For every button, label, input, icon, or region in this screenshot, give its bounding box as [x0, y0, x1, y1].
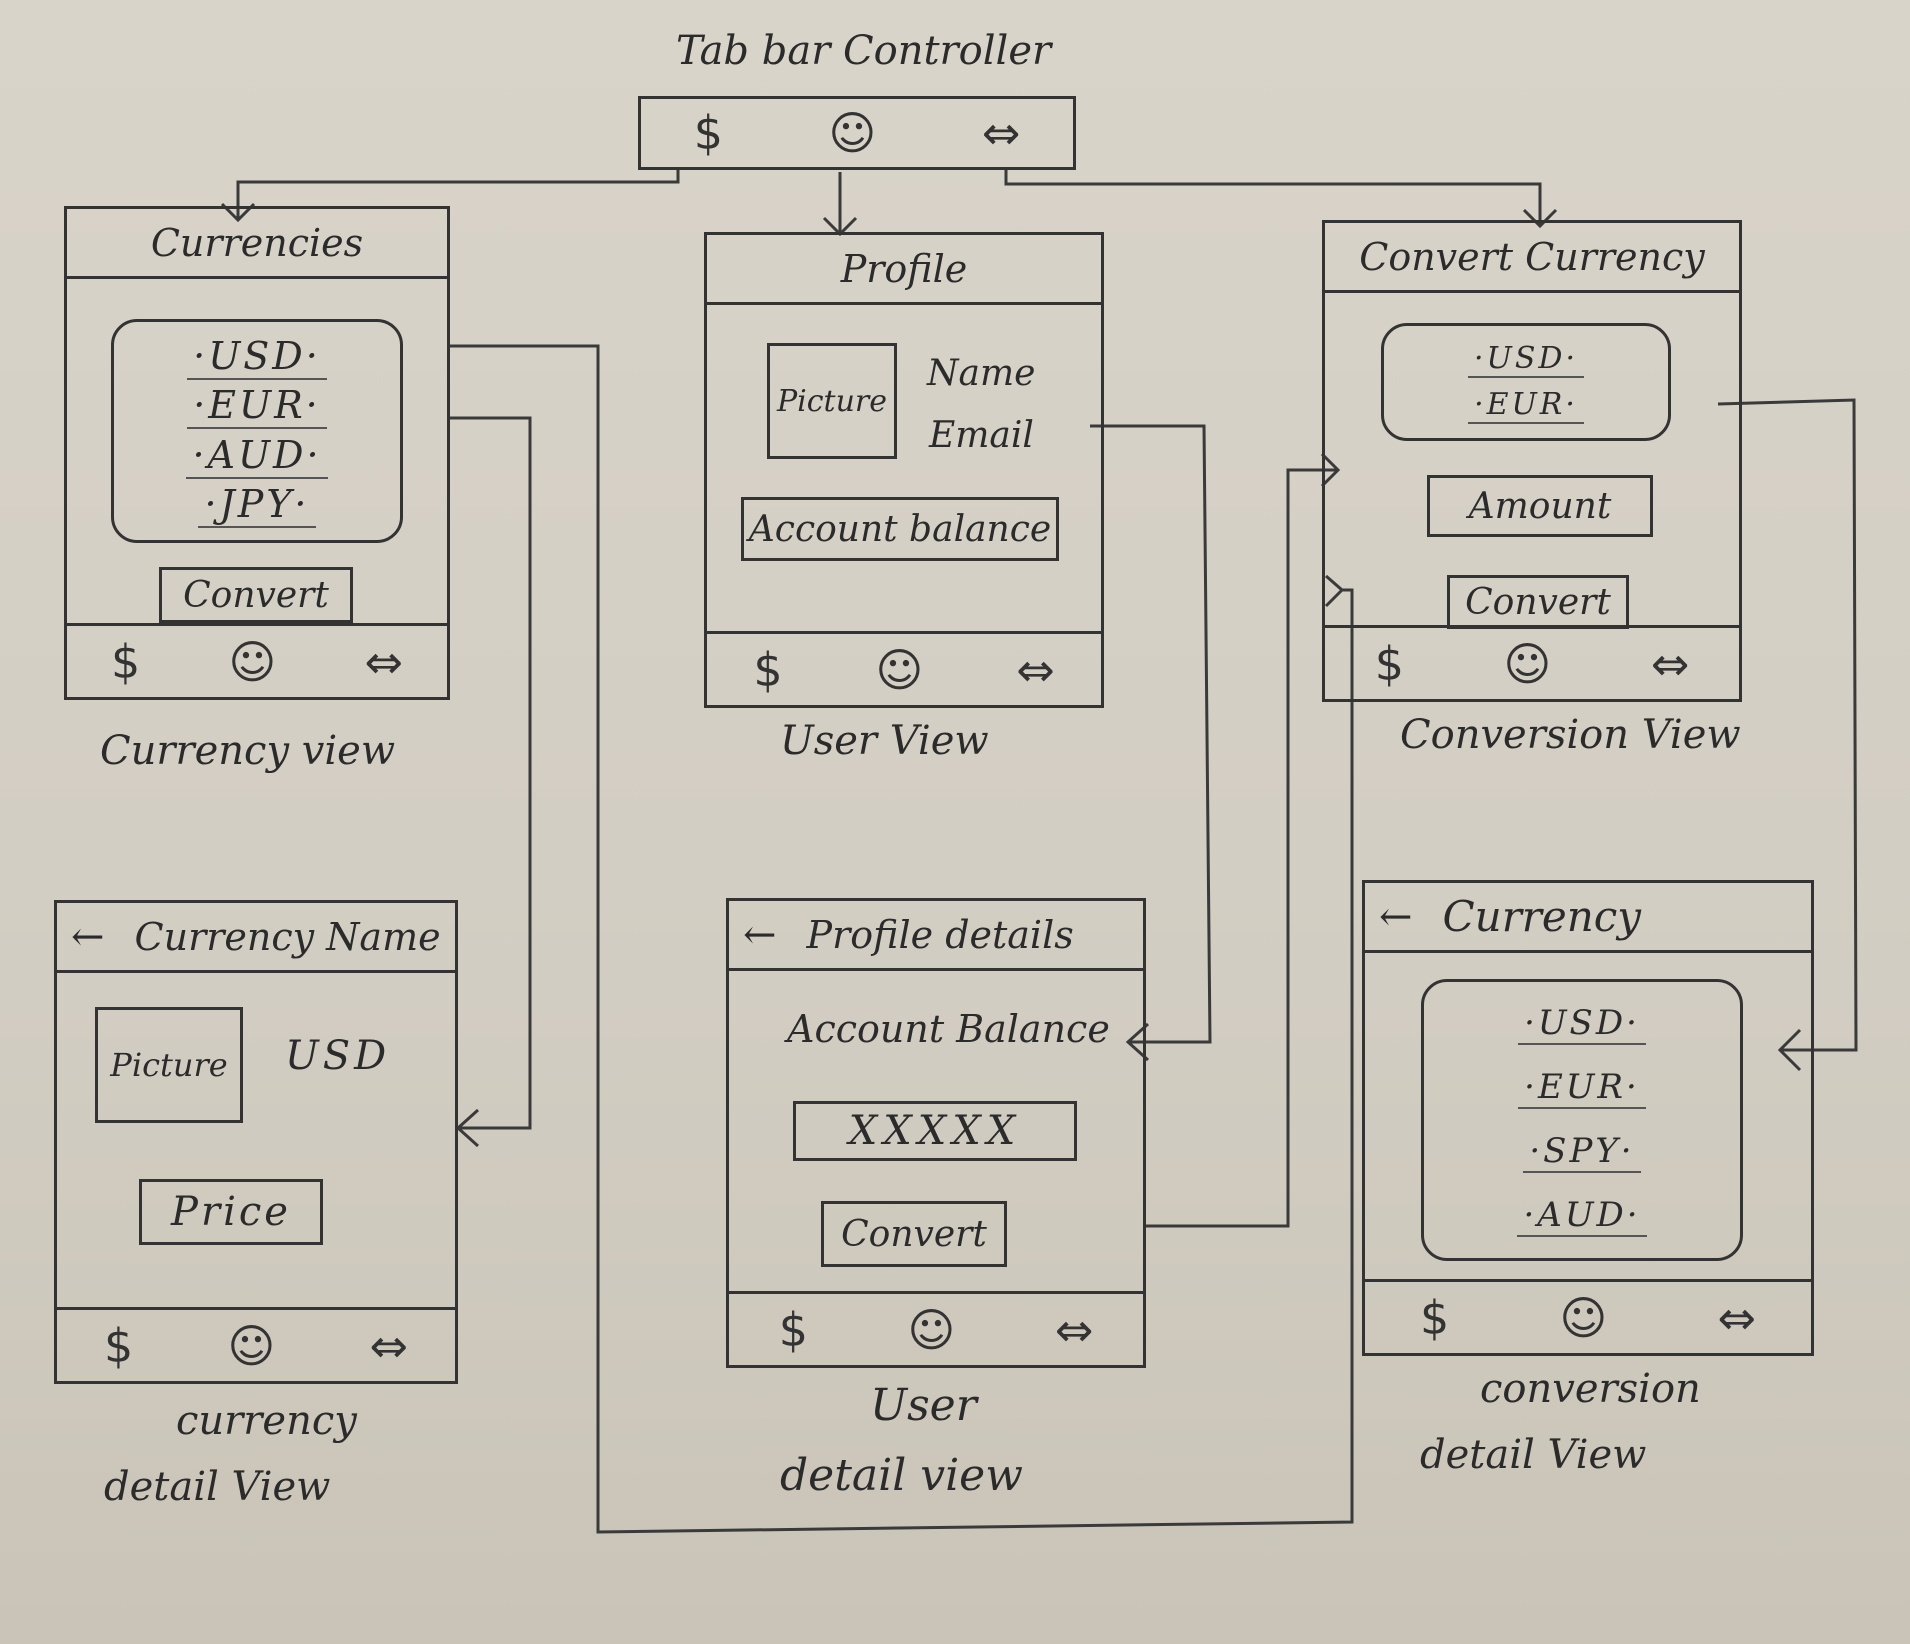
list-item[interactable]: ·SPY· [1523, 1131, 1641, 1173]
arrowhead [1320, 452, 1341, 488]
conversion-detail-currency-list[interactable]: ·USD· ·EUR· ·SPY· ·AUD· [1421, 979, 1743, 1261]
list-item[interactable]: ·USD· [187, 334, 327, 380]
list-item[interactable]: ·AUD· [186, 433, 328, 479]
tab-bar: $ ☺ ⇔ [729, 1291, 1143, 1365]
user-detail-caption-line1: User [870, 1380, 977, 1431]
user-detail-caption-line2: detail view [780, 1450, 1023, 1501]
currency-detail-caption-line2: detail View [104, 1464, 331, 1510]
currency-code: USD [285, 1033, 391, 1079]
currency-picture: Picture [95, 1007, 243, 1123]
list-item[interactable]: ·EUR· [187, 383, 327, 430]
conversion-view-caption: Conversion View [1400, 712, 1741, 758]
back-arrow-icon[interactable]: ← [1379, 893, 1413, 940]
arrowhead [455, 1108, 480, 1148]
connector-currencies-conversion [450, 344, 1354, 1534]
swap-arrows-icon[interactable]: ⇔ [1016, 642, 1055, 697]
tab-bar-controller: $ ☺ ⇔ [638, 96, 1076, 170]
arrowhead [1522, 208, 1558, 229]
profile-icon[interactable]: ☺ [227, 1318, 276, 1373]
swap-arrows-icon[interactable]: ⇔ [369, 1318, 408, 1373]
arrowhead [1777, 1028, 1802, 1072]
swap-arrows-icon[interactable]: ⇔ [1054, 1302, 1094, 1357]
tab-bar: $ ☺ ⇔ [1325, 625, 1739, 699]
account-balance-label: Account Balance [787, 1007, 1110, 1051]
tab-bar-controller-label: Tab bar Controller [676, 28, 1052, 74]
swap-arrows-icon[interactable]: ⇔ [364, 634, 403, 689]
screen-title: Currencies [67, 209, 447, 279]
currency-detail-caption-line1: currency [176, 1398, 357, 1444]
account-balance-button[interactable]: Account balance [741, 497, 1059, 561]
connector-tabbar-convert [1004, 170, 1542, 224]
currency-detail-view-screen: ← Currency Name Picture USD Price $ ☺ ⇔ [54, 900, 458, 1384]
tab-bar: $ ☺ ⇔ [707, 631, 1101, 705]
conversion-view-screen: Convert Currency ·USD· ·EUR· Amount Conv… [1322, 220, 1742, 702]
user-detail-view-screen: ← Profile details Account Balance XXXXX … [726, 898, 1146, 1368]
swap-arrows-icon[interactable]: ⇔ [981, 106, 1021, 160]
conversion-detail-caption-line2: detail View [1420, 1432, 1647, 1478]
dollar-icon[interactable]: $ [693, 106, 723, 160]
back-arrow-icon[interactable]: ← [743, 911, 777, 958]
name-label: Name [927, 353, 1036, 394]
profile-icon[interactable]: ☺ [1559, 1290, 1608, 1345]
amount-field[interactable]: Amount [1427, 475, 1653, 537]
dollar-icon[interactable]: $ [1374, 636, 1404, 691]
currency-view-caption: Currency view [100, 728, 396, 774]
convert-button[interactable]: Convert [821, 1201, 1007, 1267]
arrowhead [1324, 574, 1345, 608]
connector-profile-detail [1090, 424, 1212, 1044]
list-item[interactable]: ·EUR· [1468, 387, 1584, 424]
convert-button[interactable]: Convert [1447, 575, 1629, 629]
screen-title: Convert Currency [1325, 223, 1739, 293]
dollar-icon[interactable]: $ [753, 642, 783, 697]
dollar-icon[interactable]: $ [1420, 1290, 1450, 1345]
currency-list[interactable]: ·USD· ·EUR· ·AUD· ·JPY· [111, 319, 403, 543]
tab-bar: $ ☺ ⇔ [1365, 1279, 1811, 1353]
user-view-caption: User View [780, 718, 989, 764]
screen-title-text: Currency [1442, 892, 1642, 941]
profile-picture: Picture [767, 343, 897, 459]
conversion-detail-view-screen: ← Currency ·USD· ·EUR· ·SPY· ·AUD· $ ☺ ⇔ [1362, 880, 1814, 1356]
currency-view-screen: Currencies ·USD· ·EUR· ·AUD· ·JPY· Conve… [64, 206, 450, 700]
screen-title: ← Currency [1365, 883, 1811, 953]
connector-currencies-detail [450, 416, 532, 1130]
list-item[interactable]: ·EUR· [1518, 1067, 1646, 1109]
swap-arrows-icon[interactable]: ⇔ [1717, 1290, 1756, 1345]
screen-title: ← Profile details [729, 901, 1143, 971]
dollar-icon[interactable]: $ [778, 1302, 808, 1357]
email-label: Email [929, 415, 1034, 456]
account-balance-value: XXXXX [793, 1101, 1077, 1161]
tab-bar: $ ☺ ⇔ [57, 1307, 455, 1381]
connector-detail-conversion [1146, 468, 1338, 1228]
screen-title-text: Profile details [806, 912, 1074, 957]
dollar-icon[interactable]: $ [111, 634, 141, 689]
profile-icon[interactable]: ☺ [1503, 636, 1552, 691]
swap-arrows-icon[interactable]: ⇔ [1650, 636, 1690, 691]
list-item[interactable]: ·JPY· [198, 482, 316, 529]
screen-title: Profile [707, 235, 1101, 305]
user-view-screen: Profile Picture Name Email Account balan… [704, 232, 1104, 708]
arrowhead [220, 202, 256, 223]
list-item[interactable]: ·AUD· [1517, 1195, 1647, 1237]
back-arrow-icon[interactable]: ← [71, 913, 105, 960]
conversion-currency-list[interactable]: ·USD· ·EUR· [1381, 323, 1671, 441]
profile-icon[interactable]: ☺ [875, 642, 924, 697]
connector-conversion-detail [1717, 398, 1858, 1052]
connector-tabbar-currencies [236, 170, 680, 218]
profile-icon[interactable]: ☺ [228, 634, 277, 689]
tab-bar: $ ☺ ⇔ [67, 623, 447, 697]
list-item[interactable]: ·USD· [1468, 341, 1584, 378]
conversion-detail-caption-line1: conversion [1480, 1366, 1701, 1412]
price-field: Price [139, 1179, 323, 1245]
arrowhead [1125, 1022, 1150, 1062]
list-item[interactable]: ·USD· [1518, 1003, 1646, 1045]
profile-icon[interactable]: ☺ [828, 106, 877, 160]
profile-icon[interactable]: ☺ [907, 1302, 956, 1357]
dollar-icon[interactable]: $ [104, 1318, 134, 1373]
convert-button[interactable]: Convert [159, 567, 353, 623]
screen-title: ← Currency Name [57, 903, 455, 973]
screen-title-text: Currency Name [134, 914, 441, 959]
